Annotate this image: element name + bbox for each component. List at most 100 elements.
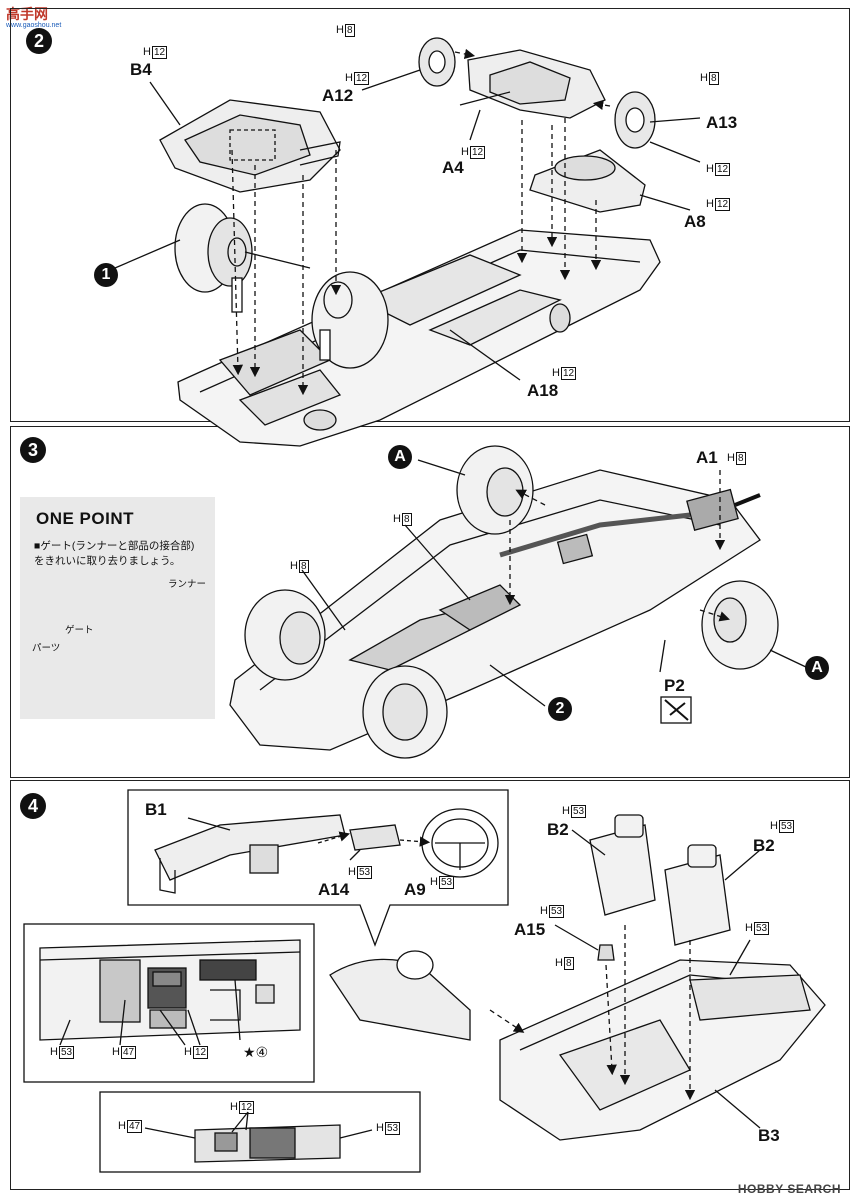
step3-wheel-rear-a-bottom [701,580,779,670]
star-step-ref: ④ [255,1044,269,1060]
paint-code: 53 [356,866,373,879]
part-label-a14: A14 [318,880,350,899]
paint-code: 12 [714,163,731,176]
parts-label: パーツ [32,643,61,654]
part-label-p2: P2 [664,676,685,695]
shift-knob-a15 [597,944,615,961]
front-seat-b2-left [589,814,656,916]
paint-prefix: H [770,820,778,832]
rear-suspension-b4 [159,99,341,193]
gate-label: ゲート [65,625,94,636]
paint-prefix: H [700,72,708,84]
paint-prefix: H [230,1101,238,1113]
paint-code: 12 [469,146,486,159]
dashboard-b1-assembled [329,950,471,1041]
paint-code: 47 [120,1046,137,1059]
one-point-tip-box: ONE POINT ■ゲート(ランナーと部品の接合部) をきれいに取り去りましょ… [20,497,215,719]
part-label-a8: A8 [684,212,706,231]
paint-prefix: H [118,1120,126,1132]
paint-code: 8 [401,513,412,526]
wheel-part-1-right [311,271,389,369]
paint-prefix: H [290,560,298,572]
part-label-a13: A13 [706,113,738,132]
subassembly-a-badge-top: A [388,445,412,469]
runner-label: ランナー [168,579,207,590]
paint-prefix: H [745,922,753,934]
paint-prefix: H [706,198,714,210]
paint-prefix: H [540,905,548,917]
step2-assembly-badge: 2 [548,697,572,721]
one-point-text: ■ゲート(ランナーと部品の接合部) をきれいに取り去りましょう。 [34,539,212,569]
paint-code: 12 [560,367,577,380]
part-label-a9: A9 [404,880,426,899]
paint-prefix: H [184,1046,192,1058]
one-point-line1: ■ゲート(ランナーと部品の接合部) [34,540,195,552]
paint-prefix: H [562,805,570,817]
part-label-b2-right: B2 [753,836,775,855]
paint-code: 12 [353,72,370,85]
paint-prefix: H [555,957,563,969]
site-logo-url: www.gaoshou.net [6,22,62,29]
paint-prefix: H [112,1046,120,1058]
one-point-line2: をきれいに取り去りましょう。 [34,555,181,567]
paint-code: 12 [714,198,731,211]
paint-code: 53 [58,1046,75,1059]
paint-prefix: H [336,24,344,36]
paint-code: 47 [126,1120,143,1133]
one-point-title: ONE POINT [36,509,135,528]
paint-code: 53 [778,820,795,833]
assembled-chassis [229,469,761,751]
front-seat-b2-right [664,844,731,946]
star-icon: ★ [243,1044,256,1060]
step3-wheel-rear-a-top [456,445,534,535]
part-label-a15: A15 [514,920,546,939]
paint-code: 8 [298,560,309,573]
paint-code: 8 [708,72,719,85]
part-label-a18: A18 [527,381,559,400]
step2-number: 2 [26,28,52,54]
paint-code: 53 [548,905,565,918]
paint-code: 12 [238,1101,255,1114]
paint-prefix: H [706,163,714,175]
star-reference: ★④ [243,1044,268,1061]
part-label-a12: A12 [322,86,354,105]
wheel-assembly-1-badge: 1 [94,263,118,287]
paint-prefix: H [461,146,469,158]
step4-panel [10,780,850,1190]
part-label-b1: B1 [145,800,167,819]
paint-code: 53 [384,1122,401,1135]
watermark: HOBBY SEARCH [737,1182,841,1196]
paint-code: 53 [570,805,587,818]
paint-prefix: H [345,72,353,84]
paint-prefix: H [376,1122,384,1134]
wheel-part-1 [174,203,311,313]
part-label-a1: A1 [696,448,718,467]
step2-panel [10,8,850,422]
part-label-b4: B4 [130,60,152,79]
paint-code: 53 [753,922,770,935]
